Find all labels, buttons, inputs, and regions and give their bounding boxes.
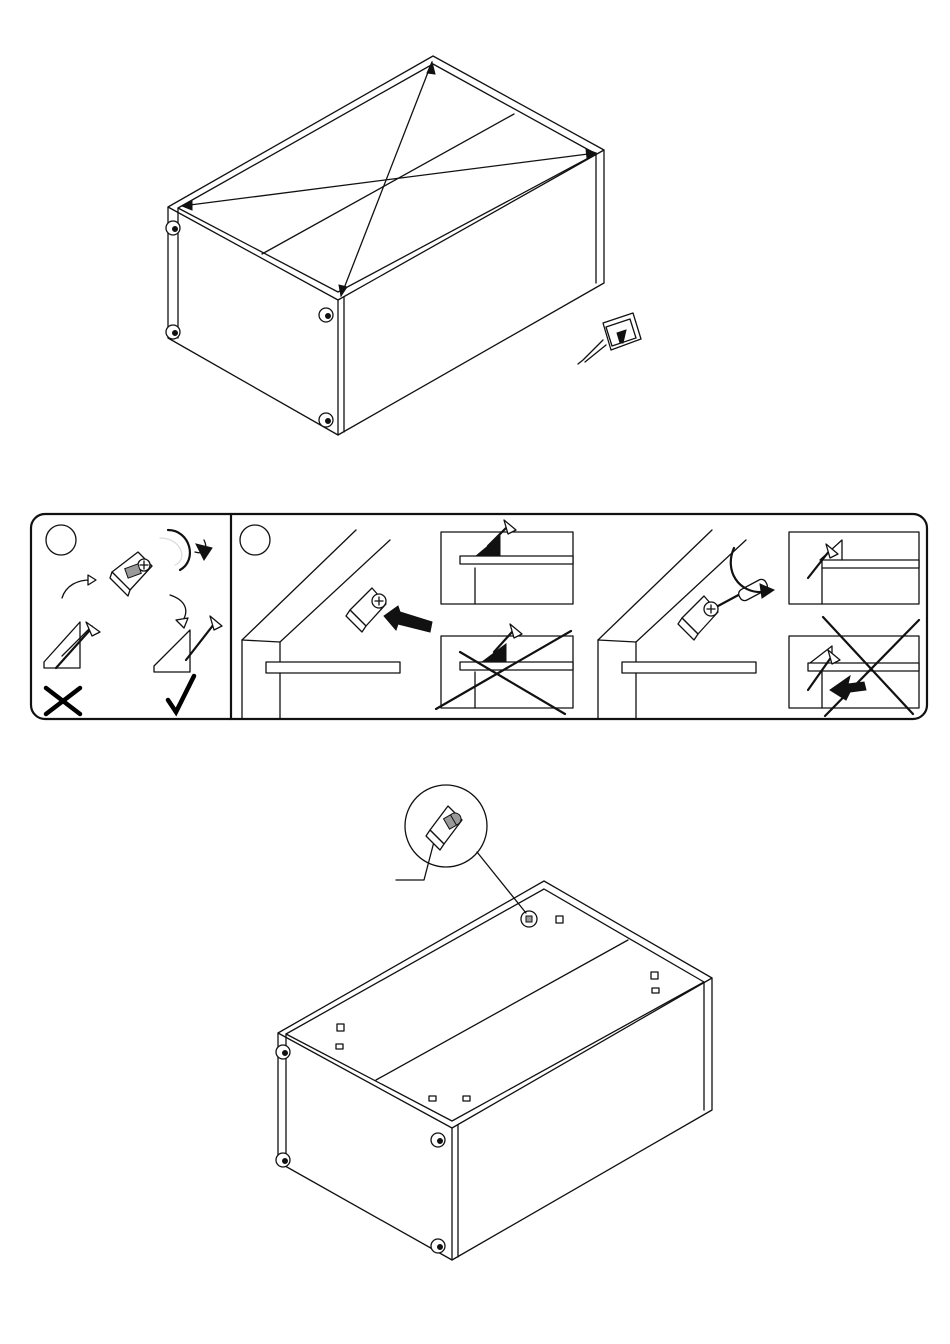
screw-icon	[186, 616, 222, 660]
hint-panel	[31, 514, 927, 719]
tape-measure-icon	[578, 313, 641, 364]
check-icon	[168, 676, 194, 712]
carcass-top-illustration	[166, 56, 604, 435]
step-badge	[46, 525, 76, 555]
step-badge	[240, 525, 270, 555]
cross-icon	[46, 688, 80, 714]
hint-right-section	[240, 520, 919, 718]
callout-magnifier	[396, 785, 526, 913]
carcass-bottom-illustration	[276, 881, 712, 1260]
screw-icon	[56, 622, 100, 668]
hint-left-section	[44, 525, 222, 714]
